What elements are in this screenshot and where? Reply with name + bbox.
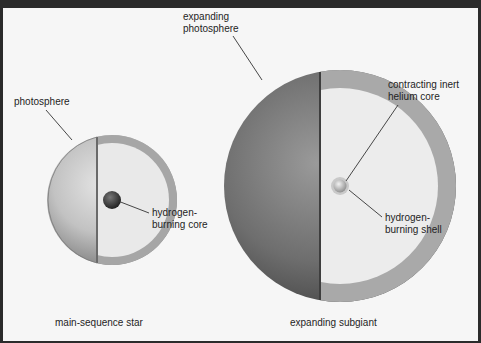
part-label: expanding photosphere bbox=[183, 11, 247, 35]
main-sequence-star bbox=[47, 135, 177, 265]
caption-label: expanding subgiant bbox=[290, 317, 410, 329]
part-label: contracting inert helium core bbox=[388, 79, 474, 103]
part-label: hydrogen-burning shell bbox=[385, 212, 455, 236]
part-label: hydrogen-burning core bbox=[152, 207, 218, 231]
part-label: photosphere bbox=[14, 96, 84, 108]
caption-label: main-sequence star bbox=[55, 317, 175, 329]
subgiant-star bbox=[224, 70, 456, 302]
panel-ground bbox=[3, 8, 478, 341]
leader-lines bbox=[46, 36, 398, 217]
